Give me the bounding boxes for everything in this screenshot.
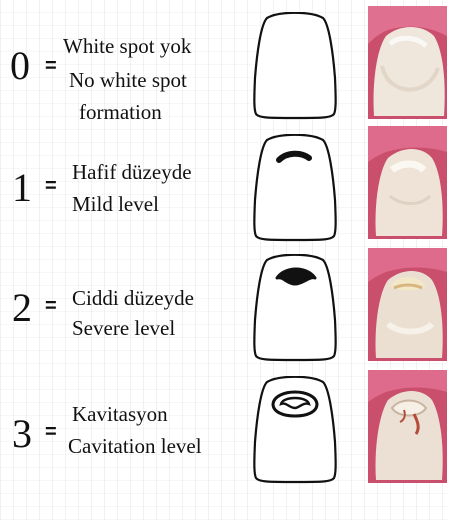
label-line-turkish: White spot yok	[63, 36, 191, 57]
tooth-mild-lesion-icon	[253, 134, 337, 246]
label-line-turkish: Kavitasyon	[72, 404, 168, 425]
equals-sign: =	[45, 56, 57, 76]
tooth-photo-healthy	[368, 6, 447, 119]
level-row-0: 0 = White spot yok No white spot formati…	[0, 2, 449, 122]
score-number: 2	[12, 288, 32, 328]
label-line-english: Severe level	[72, 318, 175, 339]
label-line-english: Cavitation level	[68, 436, 202, 457]
tooth-cavitation-icon	[253, 376, 337, 488]
label-line-english: Mild level	[72, 194, 159, 215]
score-number: 0	[10, 46, 30, 86]
tooth-photo-cavitation	[368, 370, 447, 483]
score-number: 3	[12, 414, 32, 454]
label-line-english: No white spot	[69, 70, 187, 91]
label-line-turkish: Ciddi düzeyde	[72, 288, 194, 309]
label-line-english-cont: formation	[79, 102, 162, 123]
equals-sign: =	[45, 176, 57, 196]
tooth-severe-lesion-icon	[253, 254, 337, 366]
equals-sign: =	[45, 296, 57, 316]
level-row-3: 3 = Kavitasyon Cavitation level	[0, 368, 449, 488]
tooth-outline-icon	[253, 12, 337, 124]
tooth-photo-severe	[368, 248, 447, 361]
equals-sign: =	[45, 422, 57, 442]
tooth-photo-mild	[368, 126, 447, 239]
score-number: 1	[12, 168, 32, 208]
level-row-2: 2 = Ciddi düzeyde Severe level	[0, 246, 449, 366]
level-row-1: 1 = Hafif düzeyde Mild level	[0, 124, 449, 244]
label-line-turkish: Hafif düzeyde	[72, 162, 192, 183]
